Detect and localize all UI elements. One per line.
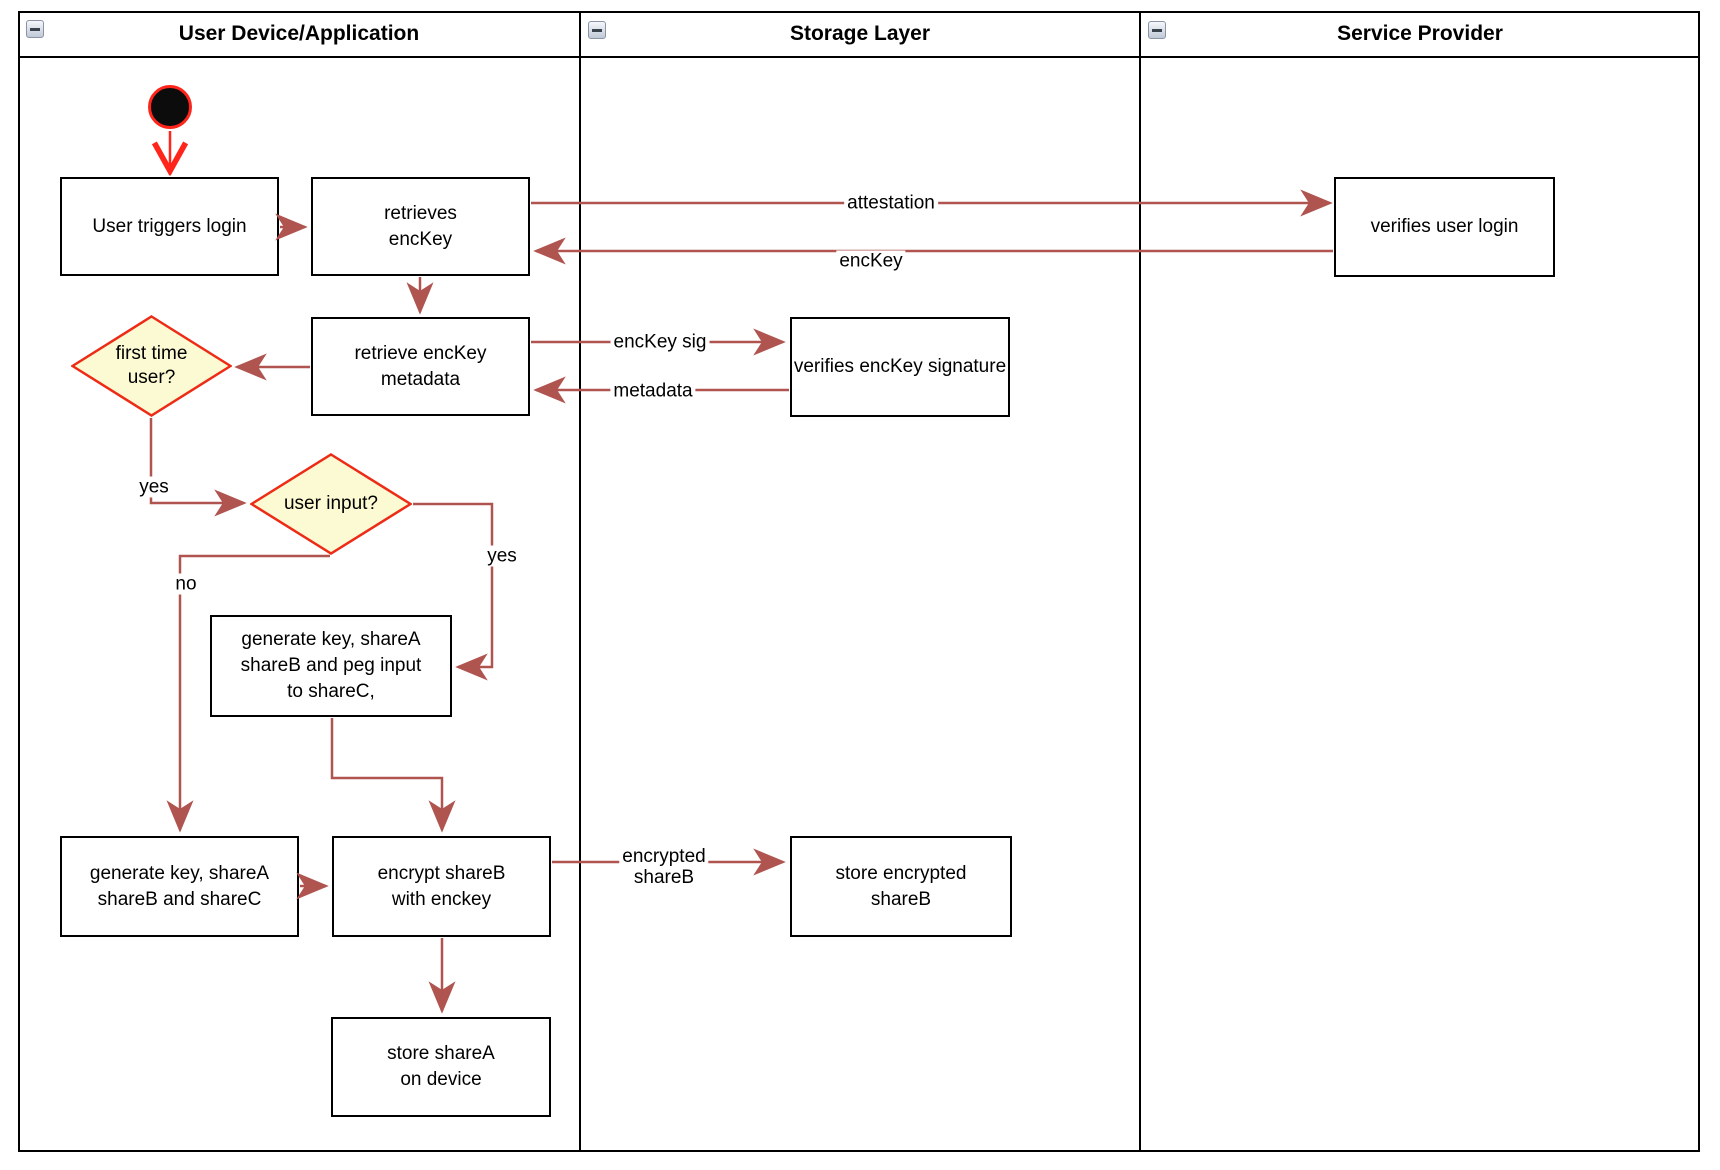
node-label: store encrypted shareB xyxy=(835,862,967,910)
node-label: user input? xyxy=(283,493,378,514)
node-retrieve-enckey-metadata[interactable]: retrieve encKey metadata xyxy=(311,317,530,416)
pool-border-bottom xyxy=(18,1150,1700,1152)
edge-peg-to-encrypt xyxy=(330,718,456,833)
node-label: verifies user login xyxy=(1370,216,1519,237)
lane-header-service-provider[interactable]: Service Provider xyxy=(1140,11,1700,57)
decision-first-time-user[interactable]: first time user? xyxy=(71,315,232,417)
edge-label-enckey-sig: encKey sig xyxy=(610,331,710,353)
node-user-triggers-login[interactable]: User triggers login xyxy=(60,177,279,276)
edge-label-metadata: metadata xyxy=(610,380,696,402)
collapse-minus-icon[interactable] xyxy=(26,20,44,38)
node-encrypt-shareb[interactable]: encrypt shareB with enckey xyxy=(332,836,551,937)
edge-label-yes-firsttime: yes xyxy=(136,476,172,498)
pool-border-top xyxy=(18,11,1700,13)
node-label: verifies encKey signature xyxy=(793,356,1007,377)
edge-label-encrypted-shareb: encrypted shareB xyxy=(619,846,709,888)
node-label: retrieve encKey metadata xyxy=(354,342,487,390)
minus-glyph xyxy=(30,27,40,31)
lane-header-user-device[interactable]: User Device/Application xyxy=(18,11,580,57)
pool-border-left xyxy=(18,11,20,1152)
node-label: store shareA on device xyxy=(387,1043,495,1090)
edge-label-enckey: encKey xyxy=(836,250,906,272)
edge-label-yes-userinput: yes xyxy=(484,545,520,567)
start-node[interactable] xyxy=(148,85,192,129)
collapse-minus-icon[interactable] xyxy=(1148,21,1166,39)
node-store-encrypted-shareb[interactable]: store encrypted shareB xyxy=(790,836,1012,937)
node-store-sharea-device[interactable]: store shareA on device xyxy=(331,1017,551,1117)
node-verifies-enckey-signature[interactable]: verifies encKey signature xyxy=(790,317,1010,417)
node-generate-key-peg-input[interactable]: generate key, shareA shareB and peg inpu… xyxy=(210,615,452,717)
node-label: User triggers login xyxy=(92,215,247,237)
edge-label-attestation: attestation xyxy=(844,192,938,214)
node-label: generate key, shareA shareB and peg inpu… xyxy=(240,629,422,702)
lane-divider-2 xyxy=(1139,11,1141,1152)
lane-header-storage-layer[interactable]: Storage Layer xyxy=(580,11,1140,57)
node-label: first time user? xyxy=(115,343,188,388)
edge-label-no-userinput: no xyxy=(172,573,200,595)
node-label: encrypt shareB with enckey xyxy=(377,862,506,910)
pool-border-right xyxy=(1698,11,1700,1152)
decision-user-input[interactable]: user input? xyxy=(250,453,412,555)
lane-title-text: Service Provider xyxy=(1337,22,1503,45)
lane-title-text: Storage Layer xyxy=(789,22,931,45)
collapse-minus-icon[interactable] xyxy=(588,21,606,39)
diamond-shape xyxy=(250,453,412,555)
node-retrieves-enckey[interactable]: retrieves encKey xyxy=(311,177,530,276)
diamond-shape xyxy=(71,315,232,417)
lane-divider-1 xyxy=(579,11,581,1152)
node-generate-key-sharec[interactable]: generate key, shareA shareB and shareC xyxy=(60,836,299,937)
node-verifies-user-login[interactable]: verifies user login xyxy=(1334,177,1555,277)
minus-glyph xyxy=(1152,28,1162,32)
minus-glyph xyxy=(592,28,602,32)
node-label: generate key, shareA shareB and shareC xyxy=(89,862,270,910)
node-label: retrieves encKey xyxy=(384,202,457,250)
header-separator xyxy=(18,56,1700,58)
lane-title-text: User Device/Application xyxy=(178,22,420,45)
